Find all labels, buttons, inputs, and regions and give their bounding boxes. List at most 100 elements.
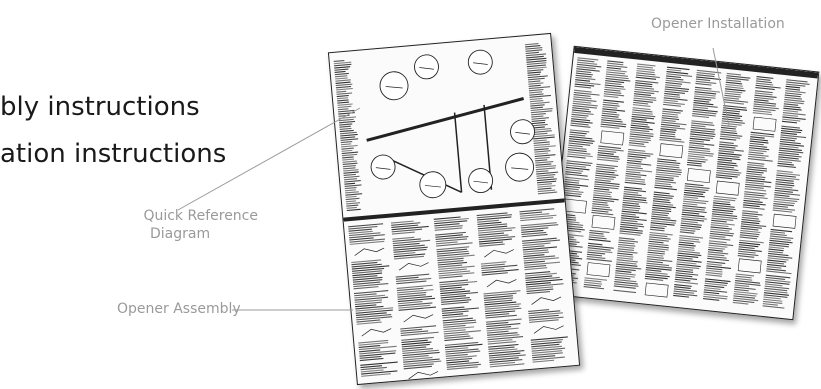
instruction-text-block [782, 118, 801, 122]
assembly-text-block [353, 283, 389, 288]
instruction-text-block [624, 179, 646, 183]
instruction-text-block [744, 185, 764, 189]
instruction-text-block [613, 285, 636, 289]
instruction-text-block [636, 67, 655, 71]
instruction-text-block [782, 112, 806, 116]
instruction-text-block [753, 105, 779, 110]
diagram-side-text [528, 84, 541, 87]
instruction-text-block [720, 126, 736, 130]
instruction-text-block [635, 82, 653, 86]
assembly-text-block [353, 286, 379, 290]
instruction-text-block [666, 68, 682, 72]
instruction-text-block [705, 278, 731, 283]
instruction-text-block [679, 231, 695, 234]
assembly-text-block [394, 255, 424, 260]
instruction-text-block [617, 252, 633, 256]
instruction-text-block [690, 131, 716, 135]
instruction-text-block [663, 101, 685, 105]
assembly-text-block [521, 227, 549, 231]
assembly-text-block [392, 236, 415, 240]
instruction-text-block [756, 80, 773, 84]
assembly-text-block [353, 290, 389, 295]
assembly-text-block [437, 254, 475, 259]
instruction-text-block [717, 163, 738, 167]
instruction-text-block [742, 212, 763, 216]
instruction-text-block [648, 238, 669, 242]
instruction-text-block [634, 84, 653, 88]
assembly-text-block [484, 307, 522, 312]
instruction-text-block [784, 96, 803, 100]
assembly-text-block [525, 272, 557, 277]
instruction-text-block [746, 170, 764, 174]
instruction-text-block [765, 276, 786, 280]
instruction-text-block [748, 155, 766, 159]
assembly-text-block [531, 345, 563, 350]
instruction-text-block [734, 284, 750, 288]
instruction-text-block [597, 154, 619, 158]
instruction-text-block [775, 185, 793, 189]
assembly-text-block [519, 211, 543, 215]
instruction-text-block [603, 99, 624, 103]
instruction-text-block [741, 214, 758, 218]
assembly-text-block [397, 301, 423, 305]
assembly-text-block [487, 332, 518, 336]
instruction-text-block [763, 294, 788, 298]
diagram-side-text [532, 128, 552, 131]
instruction-text-block [594, 185, 619, 190]
instruction-text-block [778, 156, 799, 160]
instruction-text-block [632, 107, 651, 111]
assembly-text-block [444, 341, 479, 346]
diagram-side-text [334, 75, 348, 78]
instruction-text-block [571, 111, 594, 115]
instruction-text-block [618, 241, 635, 245]
instruction-text-block [621, 210, 647, 215]
instruction-text-block [775, 178, 794, 182]
instruction-text-block [654, 186, 677, 191]
diagram-side-text [339, 129, 354, 133]
instruction-text-block [595, 176, 614, 180]
assembly-text-block [442, 315, 469, 319]
diagram-side-text [531, 119, 546, 122]
instruction-text-block [617, 254, 634, 258]
assembly-text-block [481, 268, 505, 272]
diagram-side-text [534, 156, 550, 160]
instruction-text-block [655, 178, 674, 182]
diagram-side-text [530, 110, 553, 114]
instruction-text-block [745, 181, 764, 185]
diagram-side-text [525, 45, 541, 48]
assembly-text-block [435, 231, 466, 236]
assembly-text-block [523, 257, 560, 262]
detail-stroke [425, 185, 441, 188]
instruction-text-block [716, 167, 739, 172]
instruction-text-block [750, 133, 775, 138]
instruction-text-block [749, 142, 764, 146]
instruction-text-block [626, 162, 652, 166]
instruction-text-block [628, 142, 645, 145]
diagram-side-text [526, 62, 547, 66]
assembly-text-block [398, 306, 437, 311]
instruction-text-block [703, 291, 720, 295]
instruction-text-block [665, 79, 691, 84]
assembly-text-block [523, 254, 545, 258]
diagram-side-text [525, 53, 547, 57]
instruction-text-block [724, 92, 741, 96]
diagram-side-text [336, 92, 353, 95]
assembly-text-block [393, 246, 428, 251]
assembly-text-block [524, 261, 561, 266]
instruction-text-block [686, 164, 702, 167]
assembly-text-block [488, 346, 515, 350]
assembly-text-block [440, 291, 478, 297]
assembly-text-block [443, 321, 477, 326]
instruction-text-block [689, 135, 714, 140]
instruction-text-block [739, 241, 761, 246]
assembly-text-block [396, 284, 433, 289]
instruction-text-block [786, 81, 810, 85]
instruction-text-block [732, 301, 749, 305]
assembly-text-block [392, 239, 431, 245]
instruction-text-block [756, 76, 774, 79]
small-figure [600, 130, 625, 146]
instruction-poster-sheet [327, 32, 581, 386]
instruction-text-block [773, 202, 794, 207]
instruction-text-block [574, 89, 592, 93]
instruction-text-block [606, 64, 628, 68]
